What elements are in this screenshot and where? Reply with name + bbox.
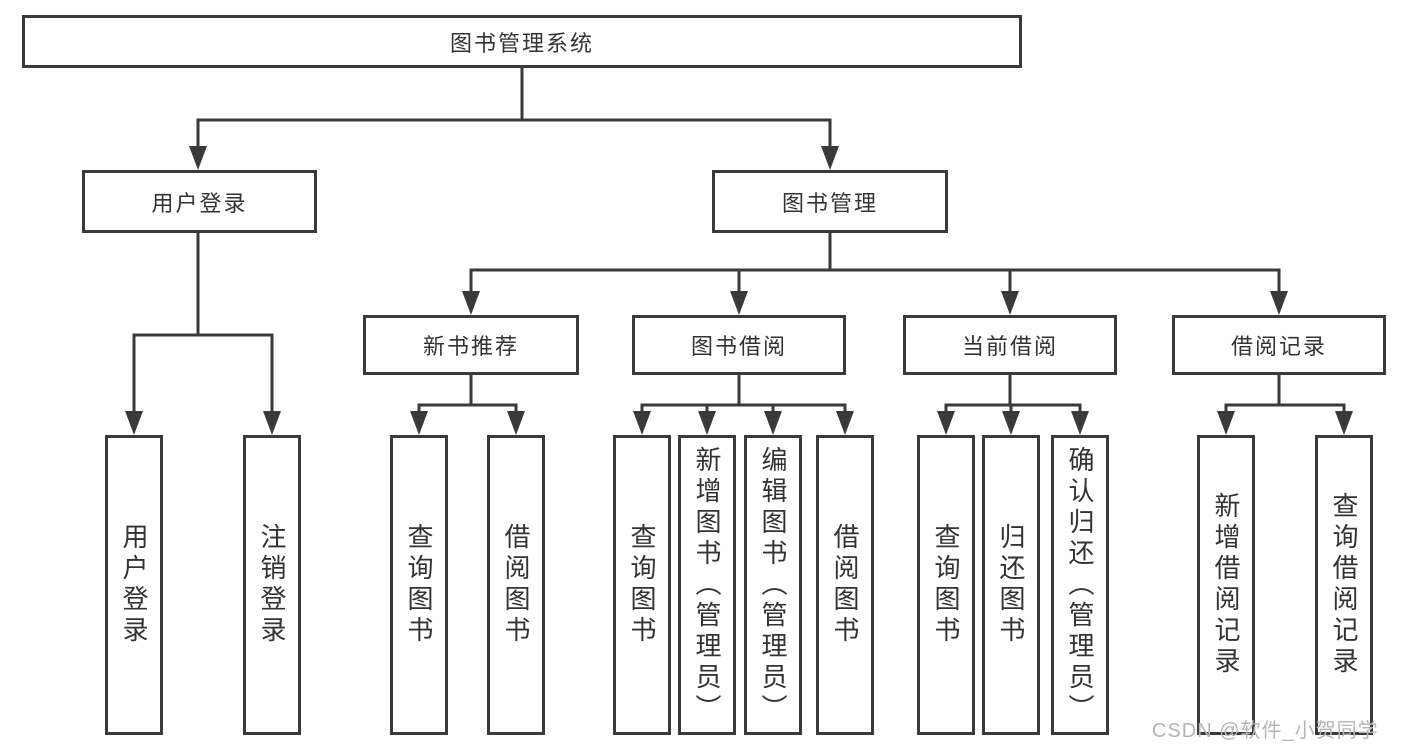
leaf-user-login-label: 用户登录 (119, 523, 149, 647)
leaf-query-books-current: 查询图书 (917, 435, 975, 735)
node-user-login: 用户登录 (82, 170, 317, 233)
csdn-watermark: CSDN @软件_小贺同学 (1152, 720, 1379, 742)
node-current-borrowing: 当前借阅 (903, 315, 1117, 375)
node-library-system: 图书管理系统 (22, 15, 1022, 68)
leaf-add-book-admin: 新增图书（管理员） (678, 435, 736, 735)
leaf-query-books-borrowing: 查询图书 (613, 435, 671, 735)
leaf-edit-book-admin-label: 编辑图书（管理员） (758, 445, 788, 725)
leaf-return-books-label: 归还图书 (996, 523, 1026, 647)
leaf-borrow-books-recommend: 借阅图书 (487, 435, 545, 735)
leaf-user-login: 用户登录 (105, 435, 163, 735)
leaf-query-borrow-record: 查询借阅记录 (1315, 435, 1373, 735)
node-book-borrowing: 图书借阅 (632, 315, 846, 375)
leaf-logout-label: 注销登录 (257, 523, 287, 647)
leaf-query-books-recommend-label: 查询图书 (404, 523, 434, 647)
leaf-add-book-admin-label: 新增图书（管理员） (692, 445, 722, 725)
leaf-confirm-return-admin: 确认归还（管理员） (1051, 435, 1109, 735)
leaf-return-books: 归还图书 (982, 435, 1040, 735)
leaf-query-books-current-label: 查询图书 (931, 523, 961, 647)
node-book-management: 图书管理 (712, 170, 948, 233)
node-new-book-recommendation: 新书推荐 (363, 315, 579, 375)
leaf-query-borrow-record-label: 查询借阅记录 (1329, 492, 1359, 678)
leaf-query-books-recommend: 查询图书 (390, 435, 448, 735)
leaf-borrow-books-borrowing: 借阅图书 (816, 435, 874, 735)
leaf-query-books-borrowing-label: 查询图书 (627, 523, 657, 647)
leaf-borrow-books-borrowing-label: 借阅图书 (830, 523, 860, 647)
leaf-borrow-books-recommend-label: 借阅图书 (501, 523, 531, 647)
leaf-logout: 注销登录 (243, 435, 301, 735)
leaf-edit-book-admin: 编辑图书（管理员） (744, 435, 802, 735)
node-borrowing-records: 借阅记录 (1172, 315, 1386, 375)
leaf-add-borrow-record: 新增借阅记录 (1197, 435, 1255, 735)
leaf-confirm-return-admin-label: 确认归还（管理员） (1065, 445, 1095, 725)
leaf-add-borrow-record-label: 新增借阅记录 (1211, 492, 1241, 678)
